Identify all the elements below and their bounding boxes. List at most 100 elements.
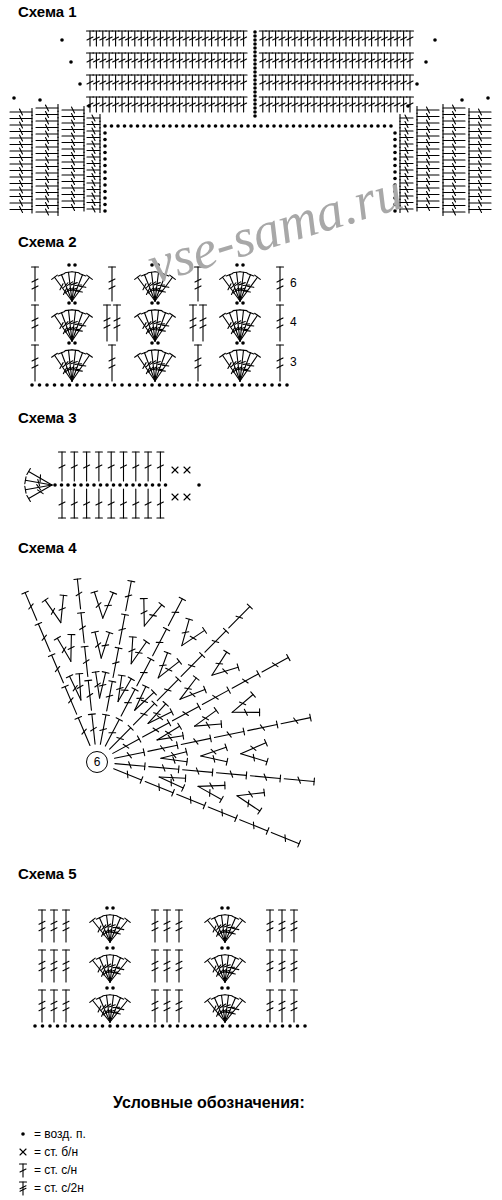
stitch-stroke <box>453 170 456 176</box>
chain-symbol <box>266 124 270 128</box>
double-crochet-symbol <box>93 75 100 90</box>
stitch-stroke <box>479 135 482 141</box>
stitch-stroke <box>65 349 72 351</box>
double-crochet-symbol <box>108 489 115 518</box>
stitch-stroke <box>172 467 178 473</box>
stitch-stroke <box>356 81 362 84</box>
stitch-stroke <box>108 465 114 468</box>
chain-symbol <box>259 124 263 128</box>
stitch-stroke <box>401 37 407 40</box>
stitch-stroke <box>388 103 394 106</box>
stitch-stroke <box>120 451 127 452</box>
double-crochet-symbol <box>170 97 177 112</box>
double-crochet-symbol <box>138 53 145 68</box>
stitch-stroke <box>76 330 83 332</box>
double-crochet-symbol <box>25 477 52 486</box>
double-crochet-symbol <box>83 489 90 518</box>
stitch-stroke <box>155 355 173 381</box>
chain-symbol <box>253 86 257 90</box>
double-crochet-symbol <box>157 97 164 112</box>
stitch-stroke <box>240 313 251 341</box>
stitch-stroke <box>106 59 112 62</box>
stitch-stroke <box>330 59 336 62</box>
double-crochet-symbol <box>227 53 234 68</box>
double-crochet-symbol <box>330 53 337 68</box>
stitch-stroke <box>104 325 110 328</box>
single-crochet-symbol <box>184 494 190 500</box>
stitch-stroke <box>141 352 148 354</box>
double-crochet-symbol <box>75 716 90 745</box>
stitch-stroke <box>155 349 162 351</box>
stitch-stroke <box>362 81 368 84</box>
stitch-stroke <box>119 37 125 40</box>
double-crochet-symbol <box>336 53 343 68</box>
stitch-stroke <box>189 81 195 84</box>
chain-symbol <box>92 483 96 487</box>
stitch-stroke <box>401 59 407 62</box>
stitch-stroke <box>58 352 65 354</box>
double-crochet-symbol <box>343 75 350 90</box>
chain-symbol <box>253 46 257 50</box>
stitch-stroke <box>73 686 77 691</box>
treble-crochet-symbol <box>32 345 39 381</box>
stitch-stroke <box>132 517 139 518</box>
stitch-stroke <box>305 103 311 106</box>
stitch-stroke <box>157 59 163 62</box>
stitch-stroke <box>405 122 408 128</box>
double-crochet-symbol <box>189 75 196 90</box>
double-crochet-symbol <box>291 75 298 90</box>
stitch-stroke <box>324 81 330 84</box>
stitch-stroke <box>109 365 115 368</box>
double-crochet-symbol <box>92 631 102 658</box>
stitch-stroke <box>151 103 157 106</box>
stitch-stroke <box>330 103 336 106</box>
stitch-stroke <box>453 203 456 209</box>
double-crochet-symbol <box>87 134 100 141</box>
double-crochet-symbol <box>400 128 413 135</box>
stitch-stroke <box>162 352 169 354</box>
chain-symbol <box>103 177 107 181</box>
double-crochet-symbol <box>81 646 89 676</box>
double-crochet-symbol <box>93 53 100 68</box>
stitch-stroke <box>32 279 38 282</box>
double-crochet-symbol <box>22 591 37 620</box>
stitch-stroke <box>76 673 83 675</box>
double-crochet-symbol <box>417 126 439 133</box>
double-crochet-symbol <box>443 150 465 157</box>
double-crochet-symbol <box>78 612 86 642</box>
double-crochet-symbol <box>119 97 126 112</box>
stitch-stroke <box>453 183 456 189</box>
stitch-stroke <box>453 138 456 144</box>
stitch-stroke <box>72 179 75 185</box>
chain-symbol <box>393 151 397 155</box>
stitch-stroke <box>151 37 157 40</box>
stitch-stroke <box>241 81 247 84</box>
stitch-stroke <box>45 600 61 623</box>
double-crochet-symbol <box>106 53 113 68</box>
stitch-stroke <box>32 358 38 361</box>
stitch-stroke <box>87 353 93 357</box>
chain-symbol <box>112 483 116 487</box>
double-crochet-symbol <box>170 53 177 68</box>
chain-symbol <box>99 483 103 487</box>
stitch-stroke <box>79 325 86 327</box>
stitch-stroke <box>427 179 430 185</box>
double-crochet-symbol <box>183 97 190 112</box>
stitch-stroke <box>157 451 164 452</box>
chain-symbol <box>131 483 135 487</box>
double-crochet-symbol <box>469 154 491 161</box>
stitch-stroke <box>29 604 33 609</box>
treble-crochet-symbol <box>240 313 260 341</box>
stitch-stroke <box>96 465 102 468</box>
stitch-stroke <box>79 365 86 367</box>
chain-symbol <box>128 383 132 387</box>
stitch-stroke <box>71 283 77 285</box>
stitch-stroke <box>154 361 160 363</box>
stitch-stroke <box>453 151 456 157</box>
stitch-stroke <box>190 325 196 328</box>
stitch-stroke <box>427 192 430 198</box>
stitch-stroke <box>442 209 443 216</box>
double-crochet-symbol <box>36 176 58 183</box>
double-crochet-symbol <box>144 53 151 68</box>
stitch-stroke <box>81 646 88 648</box>
